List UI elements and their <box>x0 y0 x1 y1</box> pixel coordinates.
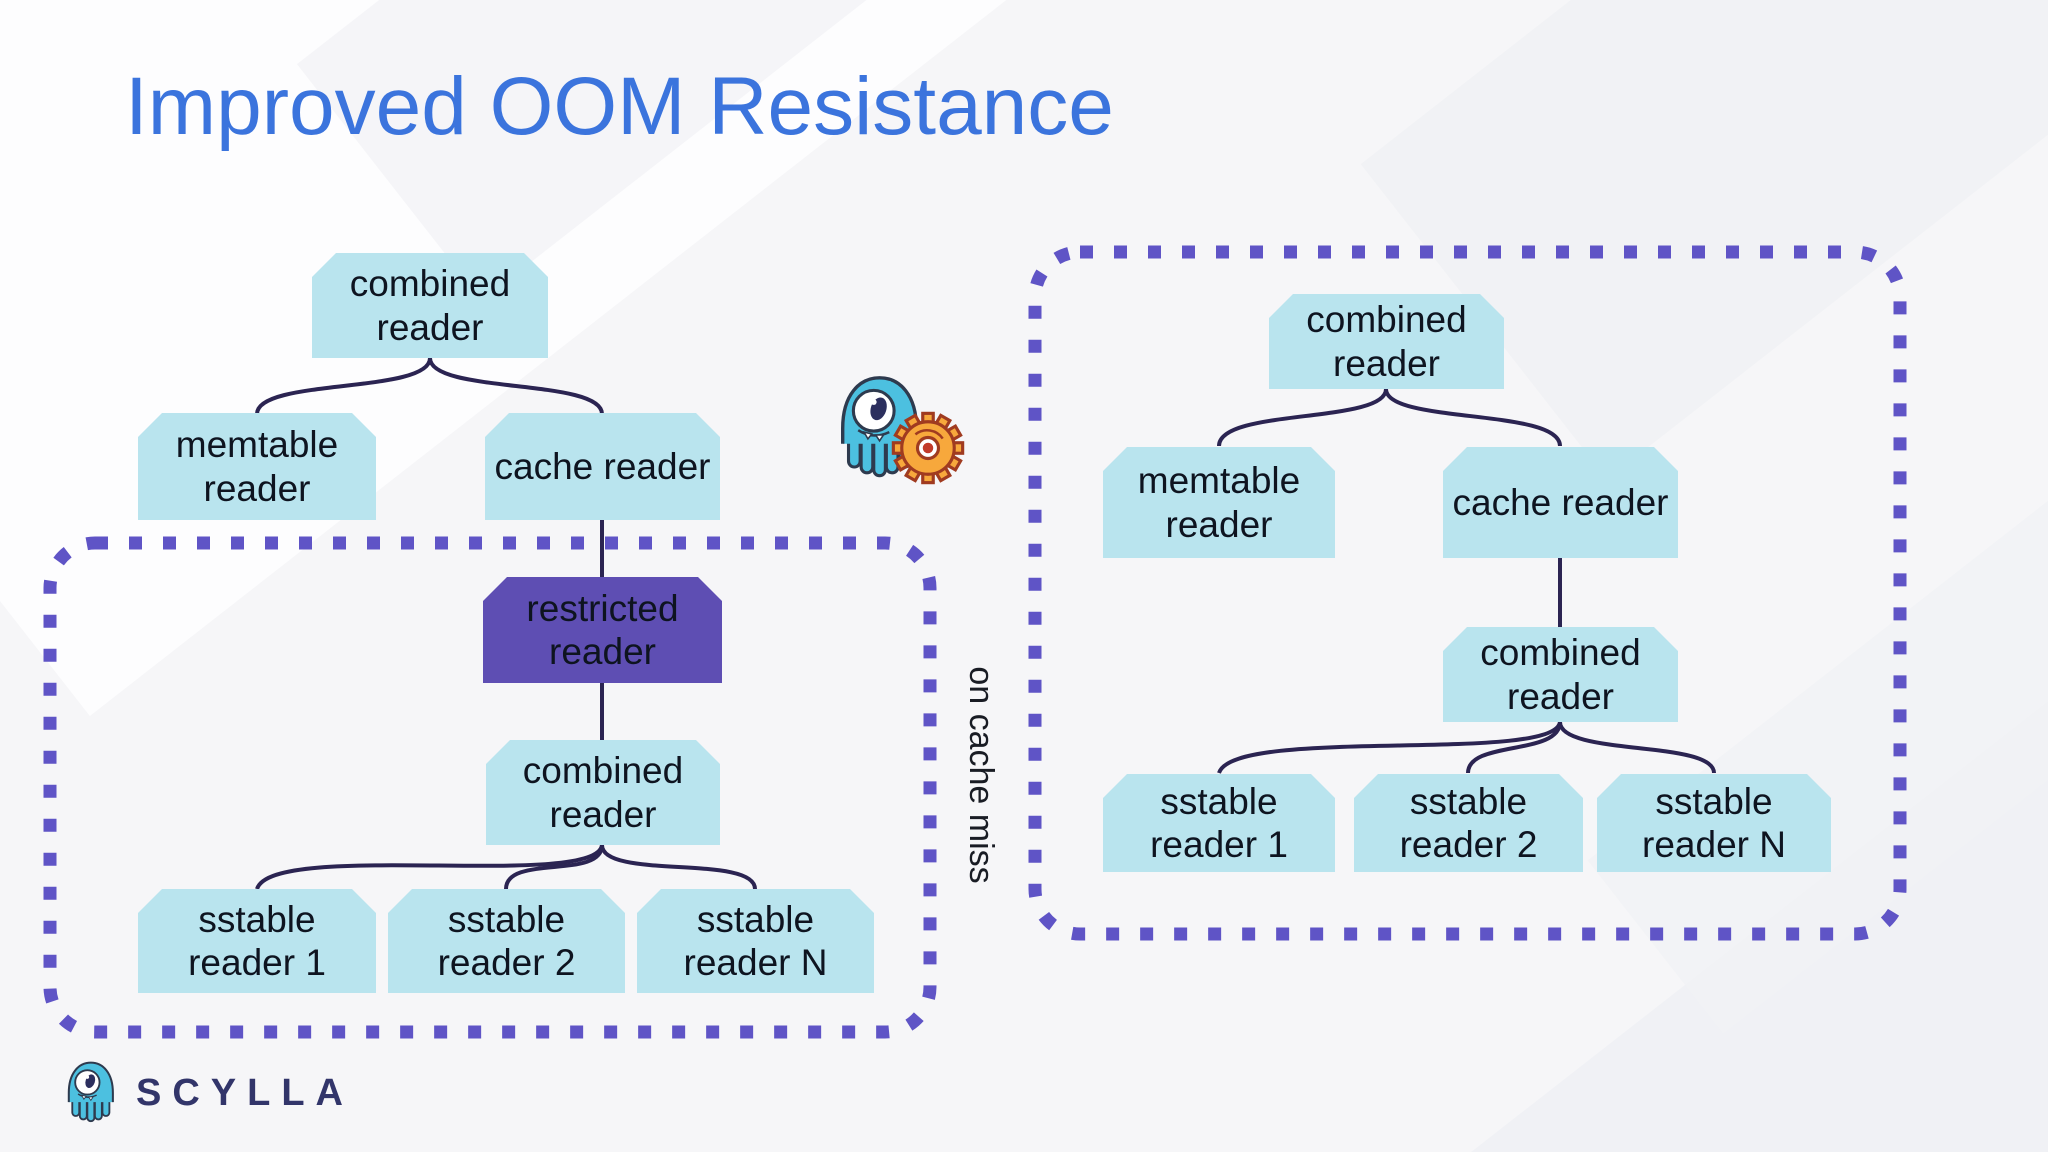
node-cache-reader-left: cache reader <box>485 413 720 520</box>
cache-hit-dashed-region <box>43 536 937 1039</box>
node-combined-reader-top-right: combined reader <box>1269 294 1504 389</box>
node-memtable-reader-right: memtable reader <box>1103 447 1335 558</box>
node-combined-reader-top-left: combined reader <box>312 253 548 358</box>
node-sstable-reader-1-right: sstable reader 1 <box>1103 774 1335 872</box>
node-combined-reader-mid-left: combined reader <box>486 740 720 845</box>
left-tree-connectors <box>255 357 757 890</box>
right-tree-connectors <box>1217 388 1716 774</box>
node-cache-reader-right: cache reader <box>1443 447 1678 558</box>
node-memtable-reader-left: memtable reader <box>138 413 376 520</box>
scylla-monster-icon <box>67 1061 114 1123</box>
node-sstable-reader-1-left: sstable reader 1 <box>138 889 376 993</box>
node-combined-reader-mid-right: combined reader <box>1443 627 1678 722</box>
node-sstable-reader-2-left: sstable reader 2 <box>388 889 625 993</box>
node-sstable-reader-n-right: sstable reader N <box>1597 774 1831 872</box>
node-sstable-reader-2-right: sstable reader 2 <box>1354 774 1583 872</box>
page-title: Improved OOM Resistance <box>125 61 1114 152</box>
node-restricted-reader: restricted reader <box>483 577 722 683</box>
on-cache-miss-label: on cache miss <box>962 666 1000 884</box>
brand-wordmark: SCYLLA <box>136 1072 354 1114</box>
node-sstable-reader-n-left: sstable reader N <box>637 889 874 993</box>
